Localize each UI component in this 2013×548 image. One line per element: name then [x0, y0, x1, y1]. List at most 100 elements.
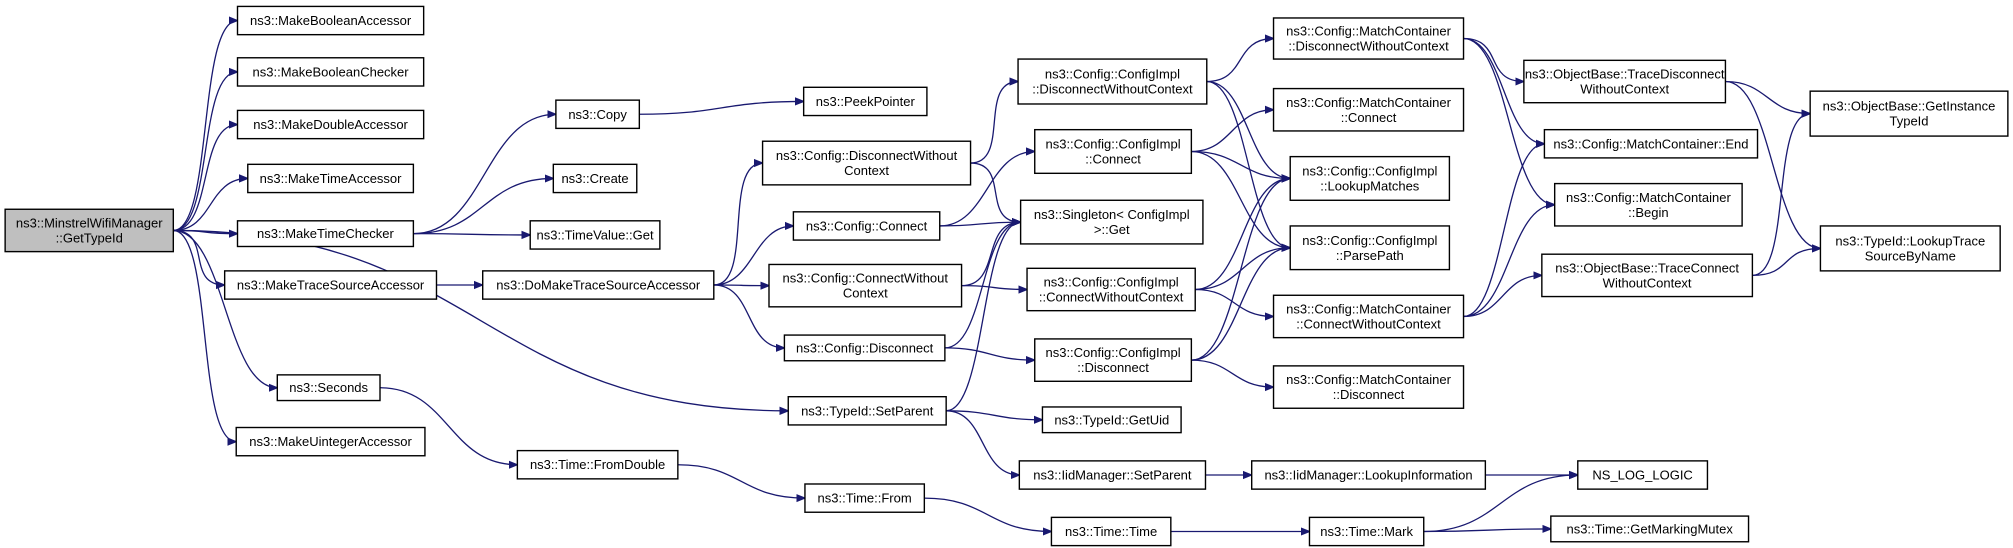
node-cmcdwc[interactable]: ns3::Config::MatchContainer::DisconnectW…	[1272, 17, 1465, 60]
node-label: ::Connect	[1085, 151, 1141, 166]
node-box	[529, 220, 661, 250]
node-box	[792, 211, 941, 241]
node-mbc[interactable]: ns3::MakeBooleanChecker	[236, 57, 425, 87]
node-box	[482, 270, 715, 300]
edge-dmtsa-to-cc	[713, 226, 794, 286]
node-tgmm[interactable]: ns3::Time::GetMarkingMutex	[1550, 515, 1750, 543]
node-obtcwc[interactable]: ns3::ObjectBase::TraceConnectWithoutCont…	[1541, 253, 1754, 298]
node-box	[552, 163, 638, 194]
node-label: ns3::MakeTraceSourceAccessor	[237, 278, 425, 293]
edge-root-to-mtsa	[173, 229, 224, 285]
node-label: ns3::Config::Connect	[806, 218, 928, 233]
node-label: ns3::Copy	[568, 107, 627, 122]
node-tfrom[interactable]: ns3::Time::From	[804, 483, 926, 513]
node-label: ns3::Time::Mark	[1320, 524, 1413, 539]
node-iili[interactable]: ns3::IidManager::LookupInformation	[1251, 460, 1487, 490]
edge-cicwc-to-cilm	[1195, 178, 1290, 291]
edge-root-to-mbc	[173, 72, 237, 232]
edge-cid-to-cilm	[1191, 178, 1290, 361]
node-sing[interactable]: ns3::Singleton< ConfigImpl>::Get	[1019, 199, 1204, 245]
node-tisp[interactable]: ns3::TypeId::SetParent	[787, 395, 947, 426]
node-label: ns3::Time::GetMarkingMutex	[1566, 521, 1733, 536]
node-mtsa[interactable]: ns3::MakeTraceSourceAccessor	[223, 270, 438, 300]
node-box	[1272, 365, 1465, 409]
node-cmce[interactable]: ns3::Config::MatchContainer::End	[1543, 128, 1759, 159]
node-copy[interactable]: ns3::Copy	[555, 99, 641, 130]
node-label: ns3::TypeId::LookupTrace	[1835, 233, 1985, 248]
node-label: NS_LOG_LOGIC	[1592, 468, 1692, 483]
node-cmcd[interactable]: ns3::Config::MatchContainer::Disconnect	[1272, 365, 1465, 409]
node-ttime[interactable]: ns3::Time::Time	[1050, 516, 1172, 547]
node-create[interactable]: ns3::Create	[552, 163, 638, 194]
node-cmcc[interactable]: ns3::Config::MatchContainer::Connect	[1272, 87, 1465, 132]
node-iisp[interactable]: ns3::IidManager::SetParent	[1018, 460, 1207, 490]
node-label: WithoutContext	[1580, 82, 1669, 97]
edge-obtdwc-to-tilt	[1725, 80, 1820, 249]
edge-copy-to-peek	[639, 101, 803, 115]
node-label: ::Connect	[1341, 110, 1397, 125]
edge-tmark-to-tgmm	[1423, 529, 1551, 532]
node-label: Context	[843, 286, 888, 301]
node-box	[1041, 406, 1182, 434]
node-cdwc[interactable]: ns3::Config::DisconnectWithoutContext	[761, 140, 972, 186]
edge-tfd-to-tfrom	[677, 464, 805, 498]
node-cidwc[interactable]: ns3::Config::ConfigImpl::DisconnectWitho…	[1017, 58, 1208, 105]
node-cmccwc[interactable]: ns3::Config::MatchContainer::ConnectWith…	[1272, 294, 1465, 339]
node-label: ns3::ObjectBase::GetInstance	[1823, 99, 1996, 114]
node-label: ns3::Create	[561, 171, 628, 186]
node-box	[555, 99, 641, 130]
node-cid[interactable]: ns3::Config::ConfigImpl::Disconnect	[1034, 338, 1193, 382]
node-root[interactable]: ns3::MinstrelWifiManager::GetTypeId	[4, 208, 175, 253]
node-box	[1308, 516, 1425, 547]
node-peek[interactable]: ns3::PeekPointer	[802, 86, 928, 117]
node-dmtsa[interactable]: ns3::DoMakeTraceSourceAccessor	[482, 270, 715, 300]
node-label: ::LookupMatches	[1320, 178, 1420, 193]
node-layer: ns3::MinstrelWifiManager::GetTypeIdns3::…	[4, 5, 2009, 547]
node-box	[1019, 199, 1204, 245]
edge-cc-to-sing	[939, 222, 1021, 227]
node-label: ns3::MakeTimeAccessor	[260, 171, 403, 186]
node-tfd[interactable]: ns3::Time::FromDouble	[516, 449, 679, 480]
node-tmark[interactable]: ns3::Time::Mark	[1308, 516, 1425, 547]
edge-layer	[173, 21, 1820, 532]
node-mtc[interactable]: ns3::MakeTimeChecker	[236, 220, 415, 248]
node-mta[interactable]: ns3::MakeTimeAccessor	[247, 163, 415, 194]
edge-root-to-tisp	[173, 229, 788, 410]
node-box	[1272, 87, 1465, 132]
node-mda[interactable]: ns3::MakeDoubleAccessor	[236, 109, 425, 140]
node-tigu[interactable]: ns3::TypeId::GetUid	[1041, 406, 1182, 434]
node-sec[interactable]: ns3::Seconds	[276, 374, 381, 402]
node-obtdwc[interactable]: ns3::ObjectBase::TraceDisconnectWithoutC…	[1523, 59, 1727, 104]
node-cipp[interactable]: ns3::Config::ConfigImpl::ParsePath	[1289, 225, 1451, 271]
node-box	[1541, 253, 1754, 298]
node-cmcb[interactable]: ns3::Config::MatchContainer::Begin	[1553, 182, 1743, 227]
node-cc[interactable]: ns3::Config::Connect	[792, 211, 941, 241]
node-label: ::ParsePath	[1336, 248, 1404, 263]
edge-tisp-to-tigu	[946, 410, 1042, 420]
node-tvget[interactable]: ns3::TimeValue::Get	[529, 220, 661, 250]
node-label: ns3::Time::Time	[1065, 524, 1157, 539]
node-label: ns3::Config::DisconnectWithout	[776, 148, 958, 163]
edge-cmcdwc-to-cmcb	[1463, 37, 1555, 205]
node-label: ns3::Config::ConfigImpl	[1044, 274, 1179, 289]
node-label: ns3::TimeValue::Get	[537, 227, 654, 242]
node-cd[interactable]: ns3::Config::Disconnect	[783, 334, 946, 362]
node-nll[interactable]: NS_LOG_LOGIC	[1577, 460, 1709, 490]
node-label: ns3::Config::Disconnect	[796, 340, 934, 355]
node-mua[interactable]: ns3::MakeUintegerAccessor	[235, 426, 426, 457]
node-label: ns3::ObjectBase::TraceConnect	[1555, 260, 1739, 275]
node-mba[interactable]: ns3::MakeBooleanAccessor	[236, 5, 425, 36]
edge-sec-to-tfd	[380, 387, 517, 465]
node-cilm[interactable]: ns3::Config::ConfigImpl::LookupMatches	[1289, 155, 1451, 201]
edge-cid-to-cmcd	[1191, 359, 1273, 387]
node-cicwc[interactable]: ns3::Config::ConfigImpl::ConnectWithoutC…	[1026, 267, 1196, 312]
node-cic[interactable]: ns3::Config::ConfigImpl::Connect	[1034, 128, 1193, 175]
node-box	[1577, 460, 1709, 490]
node-label: ns3::Config::MatchContainer	[1286, 301, 1451, 316]
node-label: ns3::Config::ConnectWithout	[783, 271, 949, 286]
node-ccwc[interactable]: ns3::Config::ConnectWithoutContext	[768, 263, 963, 308]
node-box	[1289, 155, 1451, 201]
edge-cmccwc-to-cmce	[1463, 144, 1545, 318]
